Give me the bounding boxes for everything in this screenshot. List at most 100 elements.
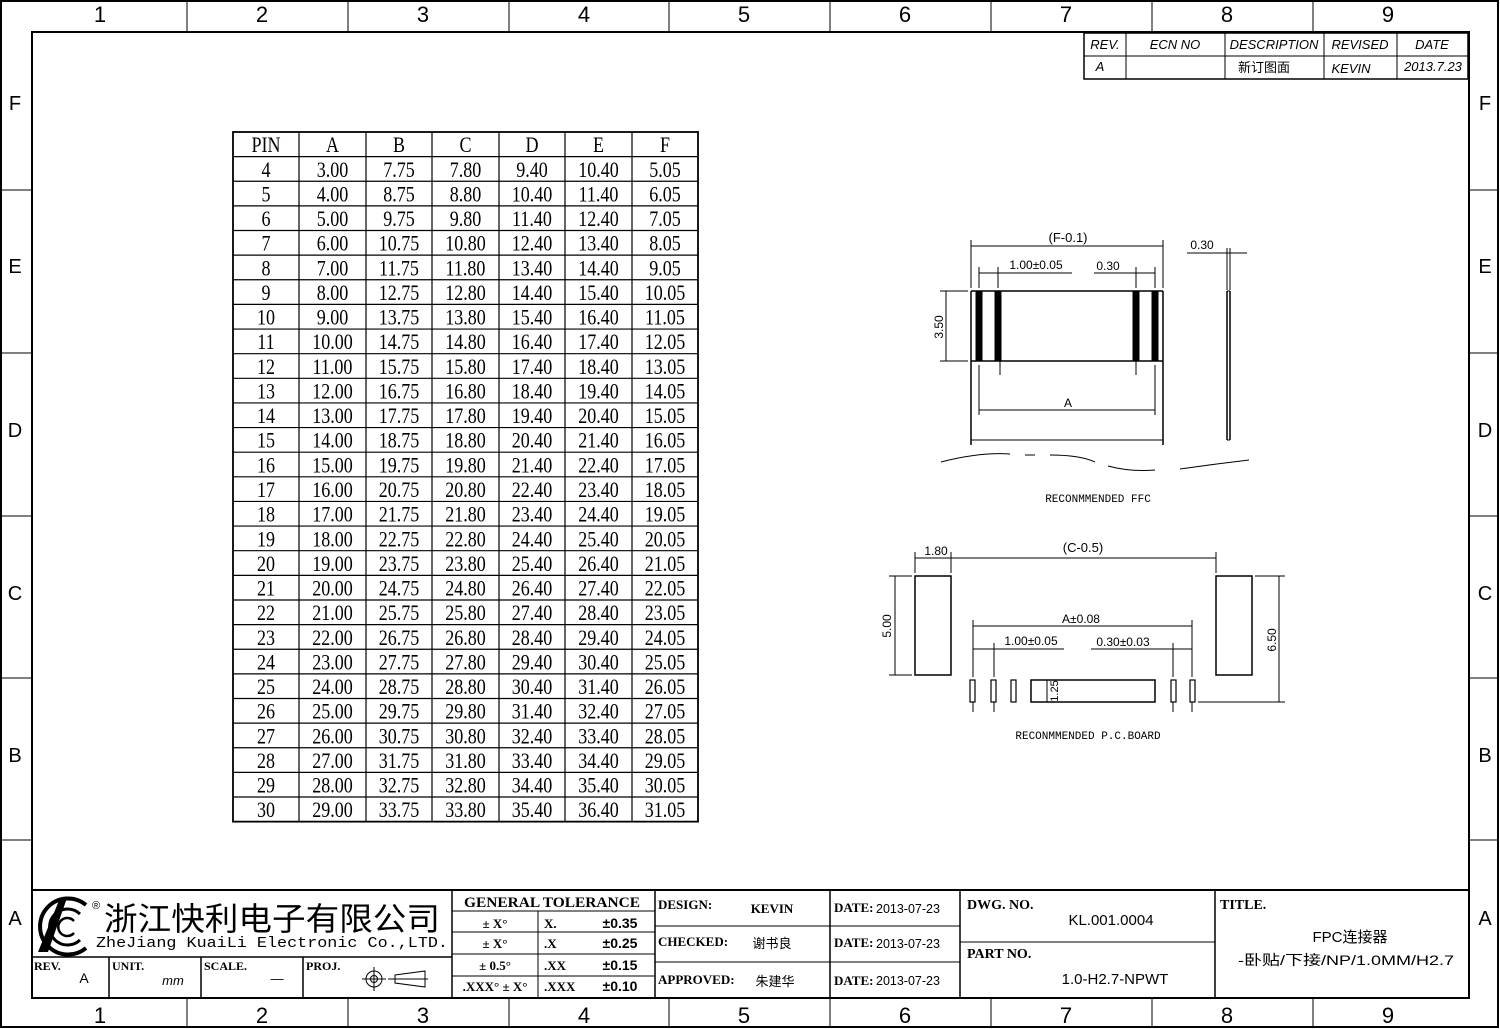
pin-table-cell: 32.80 (445, 774, 486, 798)
pin-table-cell: 14.40 (512, 281, 553, 305)
pin-table-cell: 5.05 (649, 158, 681, 182)
dwg-value: KL.001.0004 (1068, 912, 1153, 929)
pin-table-cell: 21.80 (445, 503, 486, 527)
pin-table-header: F (660, 134, 670, 158)
pin-table-cell: 11.05 (645, 306, 685, 330)
pin-table-cell: 29.80 (445, 700, 486, 724)
pin-table-cell: 12.00 (312, 380, 353, 404)
zone-col-top-4: 4 (578, 2, 590, 27)
zone-row-right-A: A (1478, 908, 1492, 930)
pin-table-cell: 10.05 (645, 281, 686, 305)
pin-table-cell: 23.05 (645, 602, 686, 626)
pin-table-cell: 19.40 (512, 405, 553, 429)
pin-table-cell: 10.00 (312, 331, 353, 355)
pin-table-cell: 10.40 (578, 158, 619, 182)
pin-table-cell: 7.00 (317, 257, 349, 281)
pin-table-cell: 17.75 (379, 405, 420, 429)
pin-table-cell: 16.05 (645, 429, 686, 453)
pin-table-cell: 13.75 (379, 306, 420, 330)
unit-label: UNIT. (112, 959, 144, 973)
pin-table-cell: 6.00 (317, 232, 349, 256)
zone-col-bottom-7: 7 (1060, 1003, 1072, 1028)
pin-table-cell: 16.75 (379, 380, 420, 404)
pin-table-cell: 11.80 (446, 257, 486, 281)
tolerance-angle: ± 0.5° (479, 958, 511, 973)
pin-table-cell: 26.75 (379, 626, 420, 650)
zone-col-bottom-9: 9 (1382, 1003, 1394, 1028)
pin-table-cell: 33.80 (445, 799, 486, 823)
pin-table-cell: 3.00 (317, 158, 349, 182)
pin-table-cell: 4 (261, 158, 270, 182)
pin-table-cell: 30.40 (578, 651, 619, 675)
pin-table-cell: 19 (257, 528, 275, 552)
scale-value: — (271, 971, 284, 986)
checked-value: 谢书良 (752, 936, 791, 951)
pin-table-header: B (393, 134, 405, 158)
pin-table-cell: 27.40 (578, 577, 619, 601)
pin-table-cell: 8.05 (649, 232, 681, 256)
pin-table-cell: 29.40 (578, 626, 619, 650)
part-label: PART NO. (967, 947, 1031, 962)
pin-table-cell: 31.40 (512, 700, 553, 724)
ffc-dim-pitch: 1.00±0.05 (1009, 258, 1063, 272)
pin-table-cell: 30.05 (645, 774, 686, 798)
pin-table-cell: 17.40 (578, 331, 619, 355)
rev-value: A (79, 970, 89, 986)
pin-table-cell: 15.40 (512, 306, 553, 330)
pin-table-cell: 20.40 (512, 429, 553, 453)
pin-table-cell: 29.05 (645, 749, 686, 773)
ffc-dim-f: (F-0.1) (1049, 230, 1088, 245)
pin-table-cell: 27.05 (645, 700, 686, 724)
pin-table-cell: 31.40 (578, 675, 619, 699)
pin-table-cell: 9 (261, 281, 270, 305)
pin-table-cell: 7 (261, 232, 270, 256)
part-value: 1.0-H2.7-NPWT (1062, 971, 1169, 988)
pin-table-cell: 20.40 (578, 405, 619, 429)
pin-table-cell: 12 (257, 355, 275, 379)
pin-table-cell: 7.80 (450, 158, 482, 182)
pin-table-cell: 15.00 (312, 454, 353, 478)
rev-header-revised: REVISED (1331, 37, 1388, 52)
pin-table-cell: 28 (257, 749, 275, 773)
pin-table-cell: 25.00 (312, 700, 353, 724)
zone-row-left-A: A (8, 908, 22, 930)
inner-frame (31, 31, 1470, 999)
tolerance-angle: ± X° (483, 936, 508, 951)
zone-col-top-6: 6 (899, 2, 911, 27)
pin-table-cell: 16 (257, 454, 275, 478)
pin-table-cell: 15.75 (379, 355, 420, 379)
zone-col-bottom-8: 8 (1221, 1003, 1233, 1028)
pin-table-cell: 23 (257, 626, 275, 650)
pin-table-cell: 26 (257, 700, 275, 724)
zone-row-right-B: B (1478, 745, 1491, 767)
pin-table-cell: 33.75 (379, 799, 420, 823)
pin-table-cell: 27.80 (445, 651, 486, 675)
zone-col-bottom-1: 1 (94, 1003, 106, 1028)
rev-value-revised: KEVIN (1331, 61, 1371, 76)
pin-table-cell: 5.00 (317, 207, 349, 231)
pin-table-cell: 32.75 (379, 774, 420, 798)
pin-table-cell: 6 (261, 207, 270, 231)
pin-table-cell: 14 (257, 405, 275, 429)
pin-table-cell: 11.40 (579, 183, 619, 207)
pin-table-cell: 10.75 (379, 232, 420, 256)
pin-table-cell: 24.05 (645, 626, 686, 650)
zone-row-right-E: E (1478, 256, 1491, 278)
pin-table-cell: 21.00 (312, 602, 353, 626)
pcb-dim-width: 0.30±0.03 (1096, 635, 1150, 649)
pin-table-cell: 28.00 (312, 774, 353, 798)
pin-table-cell: 9.40 (516, 158, 548, 182)
pin-table-cell: 19.40 (578, 380, 619, 404)
zone-col-top-1: 1 (94, 2, 106, 27)
pin-table-cell: 12.75 (379, 281, 420, 305)
pin-table-cell: 27.75 (379, 651, 420, 675)
zone-col-top-3: 3 (417, 2, 429, 27)
pin-table-cell: 11.00 (313, 355, 353, 379)
pin-table-cell: 10 (257, 306, 275, 330)
pin-table-cell: 36.40 (578, 799, 619, 823)
zone-col-top-7: 7 (1060, 2, 1072, 27)
pin-table-cell: 18.80 (445, 429, 486, 453)
zone-row-left-C: C (8, 583, 22, 605)
pin-table-cell: 18.00 (312, 528, 353, 552)
